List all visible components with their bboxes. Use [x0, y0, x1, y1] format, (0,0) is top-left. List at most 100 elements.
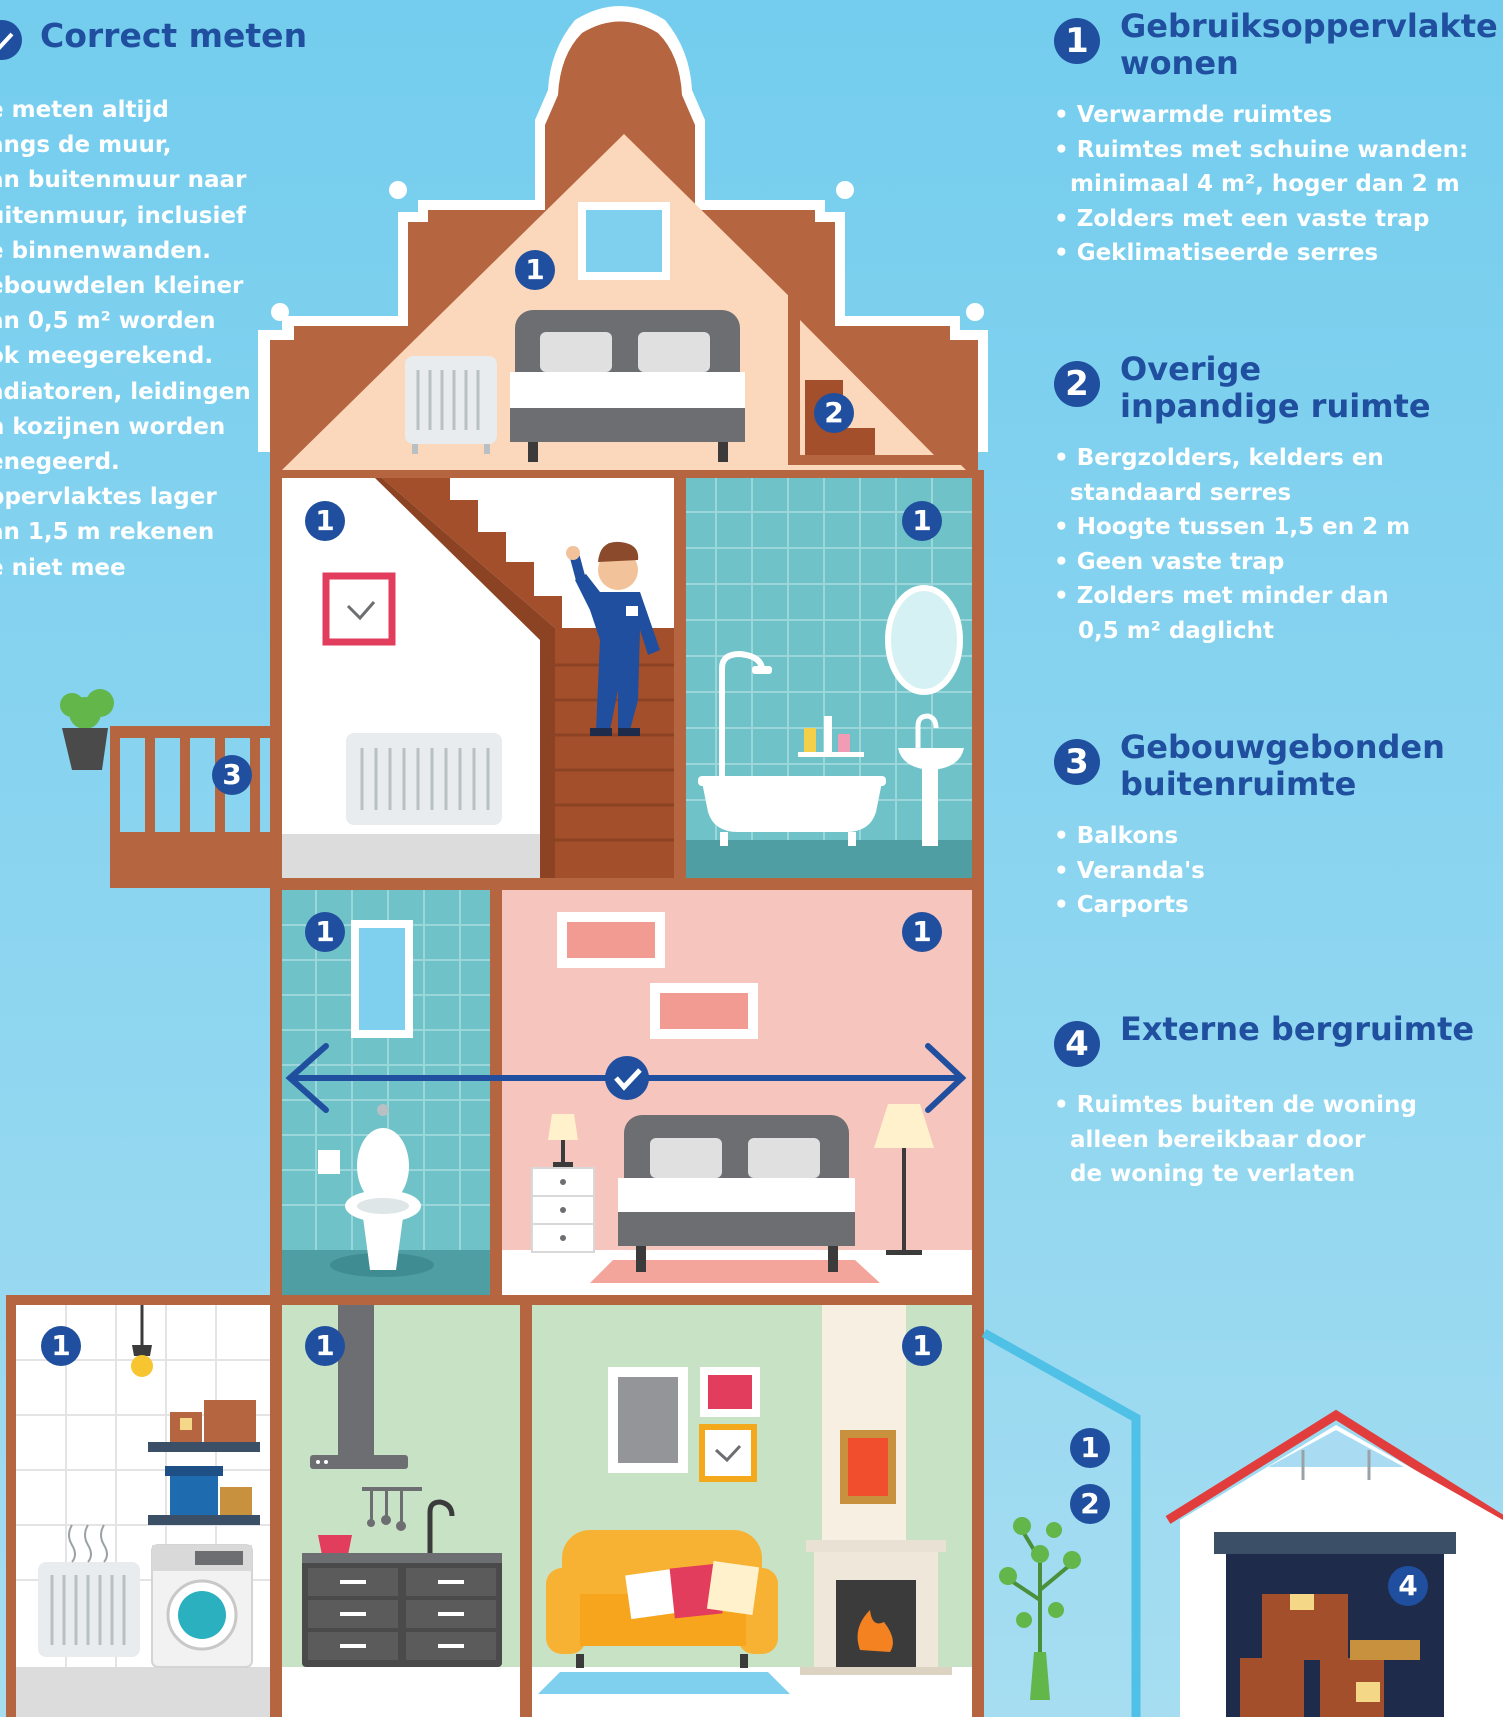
correct-measuring-line: an 0,5 m² worden — [0, 308, 216, 335]
correct-measuring-line: adiatoren, leidingen — [0, 378, 251, 405]
legend-list-1: • Verwarmde ruimtes• Ruimtes met schuine… — [1054, 98, 1494, 271]
kitchen-floor — [282, 1667, 520, 1717]
bathtub-icon — [698, 650, 886, 846]
surveyor-person-icon — [566, 541, 660, 736]
legend-item: alleen bereikbaar door — [1054, 1126, 1366, 1153]
legend-item: minimaal 4 m², hoger dan 2 m — [1054, 171, 1460, 197]
legend-item: • Geen vaste trap — [1054, 548, 1285, 575]
correct-measuring-title: Correct meten — [40, 16, 308, 55]
nightstand-icon — [531, 1114, 595, 1253]
laundry-radiator-icon — [38, 1524, 140, 1657]
legend-section-3: 3 Gebouwgebonden buitenruimte • Balkons •… — [1054, 729, 1494, 923]
toilet-icon — [345, 1104, 421, 1270]
legend-item: • Ruimtes buiten de woning — [1054, 1092, 1417, 1118]
correct-measuring-line: uitenmuur, inclusief — [0, 202, 246, 229]
shed — [1165, 1409, 1503, 1717]
bedroom-frames — [557, 912, 758, 1039]
badge-stair-room: 1 — [305, 501, 345, 541]
legend-list-4: • Ruimtes buiten de woning alleen bereik… — [1054, 1088, 1494, 1192]
legend-section-4: 4 Externe bergruimte • Ruimtes buiten de… — [1054, 1011, 1494, 1192]
legend-section-1: 1 Gebruiksoppervlakte wonen • Verwarmde … — [1054, 8, 1498, 271]
kitchen-cabinet-icon — [302, 1553, 502, 1667]
veranda-plant-icon — [999, 1517, 1081, 1700]
attic-bed-icon — [510, 310, 745, 462]
badge-veranda-1: 1 — [1070, 1428, 1110, 1468]
correct-measuring-line: angs de muur, — [0, 132, 172, 159]
legend-badge-1: 1 — [1054, 18, 1100, 64]
badge-toilet: 1 — [305, 912, 345, 952]
utensils-icon — [362, 1487, 422, 1531]
legend-item: • Geklimatiseerde serres — [1054, 240, 1379, 266]
finials — [271, 181, 984, 321]
living-frames — [608, 1367, 896, 1504]
badge-bathroom: 1 — [902, 501, 942, 541]
legend-title-2: Overige inpandige ruimte — [1120, 350, 1431, 425]
legend-item: • Veranda's — [1054, 857, 1205, 884]
kettle-icon — [318, 1535, 352, 1555]
staircase-stringer — [375, 478, 555, 878]
legend-item: standaard serres — [1054, 479, 1292, 506]
badge-shed: 4 — [1388, 1566, 1428, 1606]
legend-item: • Hoogte tussen 1,5 en 2 m — [1054, 514, 1411, 540]
legend-item: • Ruimtes met schuine wanden: — [1054, 136, 1469, 163]
legend-title-3: Gebouwgebonden buitenruimte — [1120, 728, 1445, 803]
bedroom-rug — [590, 1260, 880, 1283]
sink-icon — [898, 713, 964, 846]
legend-badge-4: 4 — [1054, 1021, 1100, 1067]
sofa-icon — [546, 1530, 778, 1668]
wall-clock-icon — [322, 572, 396, 646]
legend-item: • Carports — [1054, 892, 1189, 918]
balcony-plant-icon — [60, 689, 114, 770]
badge-living: 1 — [902, 1326, 942, 1366]
balcony-floor — [110, 832, 282, 888]
badge-kitchen: 1 — [305, 1326, 345, 1366]
badge-balcony: 3 — [212, 755, 252, 795]
gable-dome — [580, 39, 660, 58]
legend-badge-3: 3 — [1054, 739, 1100, 785]
check-badge-icon — [0, 20, 22, 60]
badge-veranda-2: 2 — [1070, 1484, 1110, 1524]
living-rug — [538, 1672, 790, 1694]
attic-window-glass — [586, 210, 662, 272]
legend-item: • Zolders met minder dan — [1054, 583, 1389, 609]
veranda-outline — [981, 1329, 1141, 1717]
cooker-hood-icon — [310, 1305, 408, 1469]
badge-laundry: 1 — [41, 1326, 81, 1366]
legend-badge-2: 2 — [1054, 361, 1100, 407]
toilet-paper-icon — [318, 1150, 340, 1174]
stair-radiator-icon — [346, 733, 502, 825]
laundry-lamp-icon — [131, 1305, 153, 1377]
floor-lamp-icon — [874, 1104, 934, 1255]
legend-section-2: 2 Overige inpandige ruimte • Bergzolders… — [1054, 351, 1494, 648]
storage-box-small — [843, 428, 875, 455]
laundry-shelves — [148, 1400, 260, 1525]
correct-measuring-line: e meten altijd — [0, 97, 169, 123]
correct-measuring-line: e binnenwanden. — [0, 237, 211, 264]
badge-bedroom: 1 — [902, 912, 942, 952]
attic-radiator-icon — [405, 356, 497, 454]
correct-measuring-line: n kozijnen worden — [0, 413, 226, 440]
legend-list-2: • Bergzolders, kelders en standaard serr… — [1054, 441, 1494, 648]
legend-item: • Balkons — [1054, 823, 1179, 849]
fireplace-icon — [800, 1540, 952, 1675]
legend-item: • Zolders met een vaste trap — [1054, 205, 1430, 232]
correct-measuring-list: e meten altijd angs de muur, an buitenmuur… — [0, 93, 251, 586]
faucet-icon — [427, 1499, 455, 1555]
check-icon — [605, 1056, 649, 1100]
legend-title-4: Externe bergruimte — [1120, 1010, 1475, 1048]
correct-measuring-line: ok meegerekend. — [0, 343, 214, 370]
correct-measuring-line: an buitenmuur naar — [0, 167, 247, 194]
washing-machine-icon — [151, 1544, 253, 1668]
legend-item: • Bergzolders, kelders en — [1054, 445, 1384, 471]
badge-attic: 1 — [515, 250, 555, 290]
laundry-floor — [16, 1667, 270, 1717]
toilet-window-glass — [359, 928, 405, 1030]
correct-measuring-line: ebouwdelen kleiner — [0, 273, 244, 300]
bathroom-floor — [686, 840, 972, 878]
correct-measuring-line: e niet mee — [0, 554, 126, 581]
correct-measuring-line: ppervlaktes lager — [0, 484, 217, 511]
correct-measuring-line: enegeerd. — [0, 449, 120, 476]
staircase — [382, 478, 674, 878]
badge-attic-storage: 2 — [814, 393, 854, 433]
